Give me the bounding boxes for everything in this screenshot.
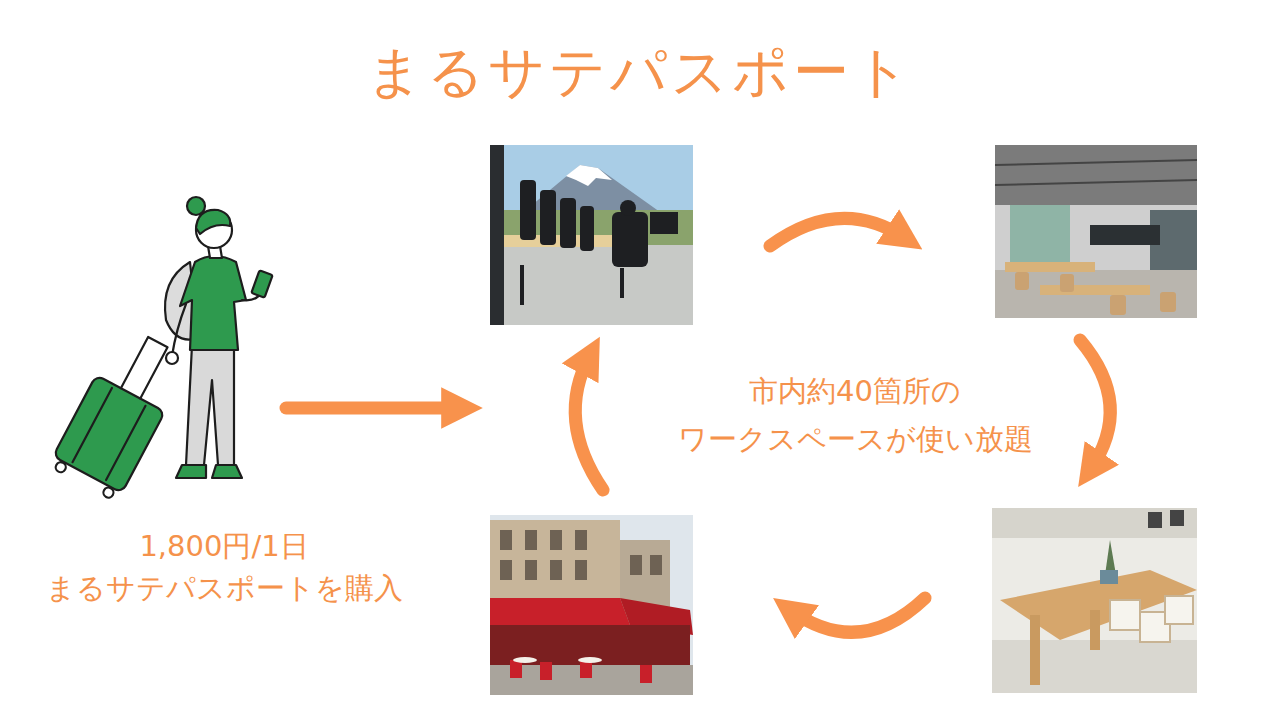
traveler-illustration [48,197,273,503]
price-note: 1,800円/1日 まるサテパスポートを購入 [9,525,439,609]
flow-arrows [286,218,1110,632]
photo-fuji-office [490,145,693,325]
page-title: まるサテパスポート [290,38,990,105]
center-note: 市内約40箇所の ワークスペースが使い放題 [635,368,1075,464]
photo-meeting-room [992,508,1197,693]
photo-cafe-building [490,515,693,695]
photo-coworking-lounge [995,145,1197,318]
